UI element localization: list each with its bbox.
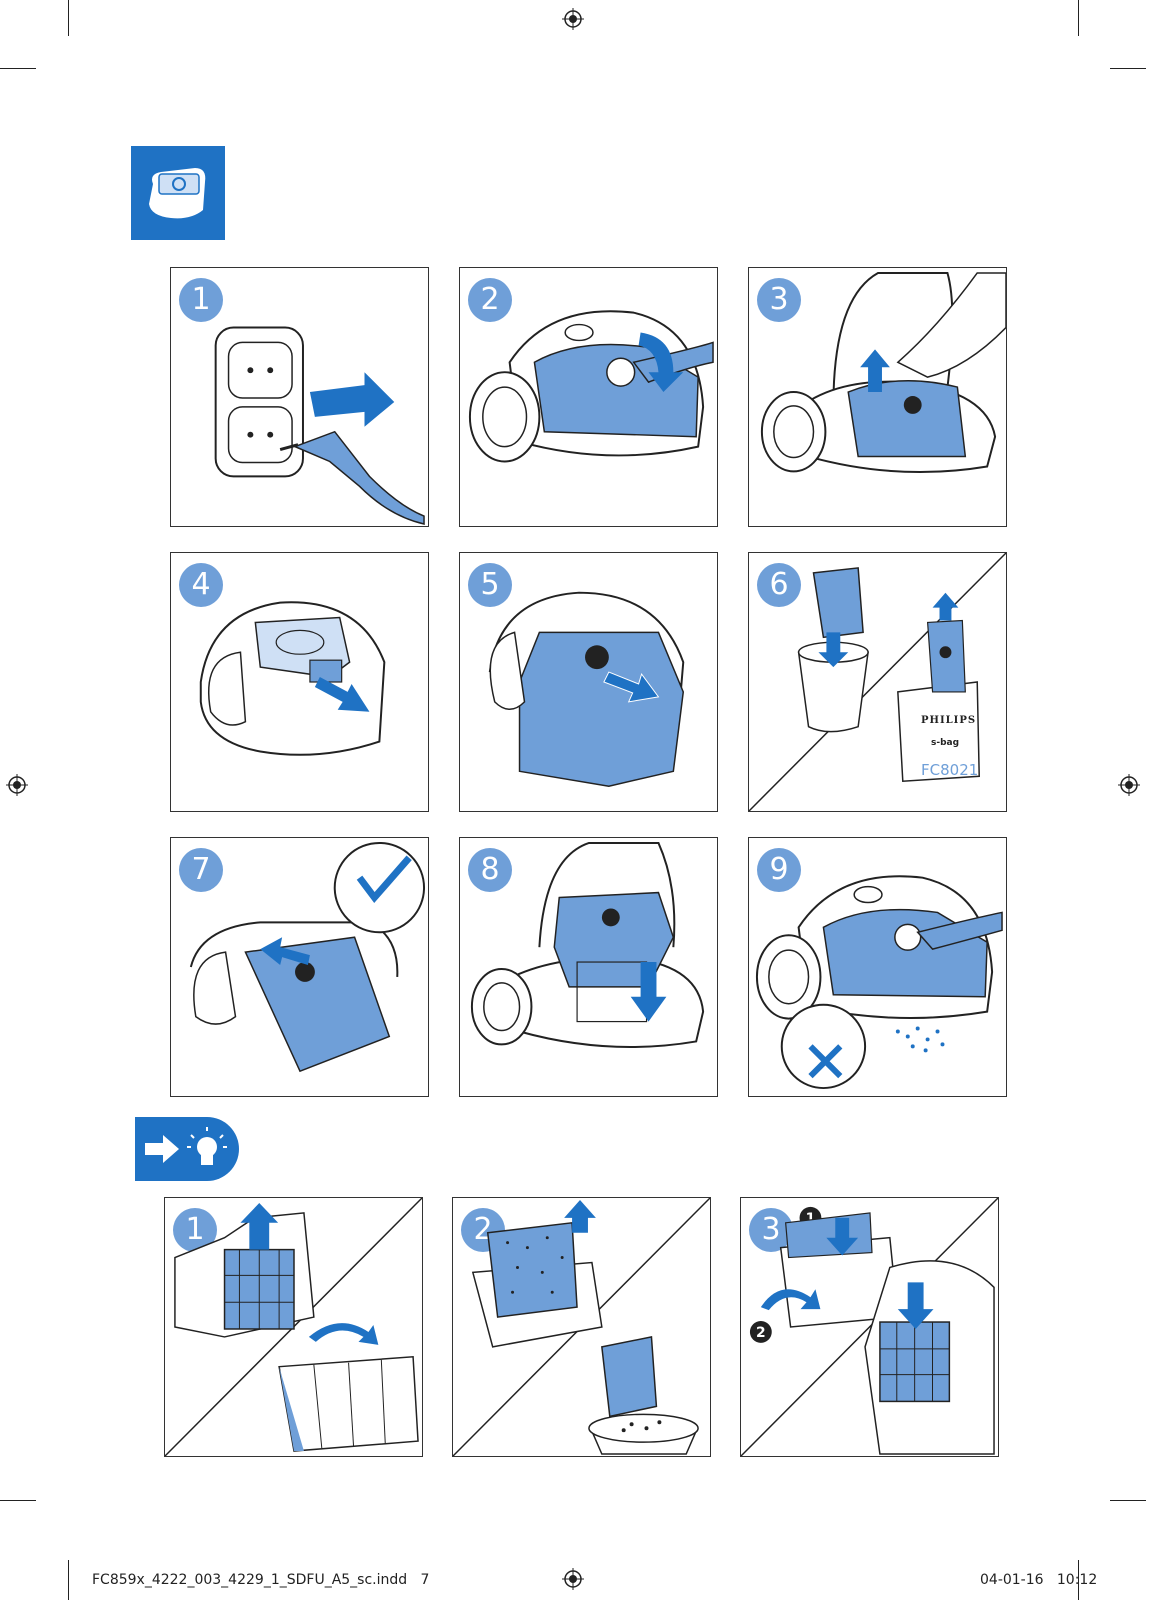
- step-panel-9: 9: [748, 837, 1007, 1097]
- step-panel-1: 1: [170, 267, 429, 527]
- registration-mark: [562, 8, 584, 30]
- crop-mark: [0, 1500, 36, 1501]
- tip-panel-1: 1: [164, 1197, 423, 1457]
- step-number: 6: [757, 563, 801, 607]
- crop-mark: [1078, 1560, 1079, 1600]
- crop-mark: [0, 68, 36, 69]
- vacuum-bag-icon: [131, 146, 225, 240]
- step-panel-5: 5: [459, 552, 718, 812]
- registration-mark: [6, 774, 28, 796]
- tip-panel-2: 2: [452, 1197, 711, 1457]
- step-number: 7: [179, 848, 223, 892]
- step-number: 2: [468, 278, 512, 322]
- crop-mark: [1078, 0, 1079, 36]
- step-number: 1: [179, 278, 223, 322]
- substep-first: 1: [806, 1211, 816, 1227]
- registration-mark: [1118, 774, 1140, 796]
- step-panel-3: 3: [748, 267, 1007, 527]
- step-panel-2: 2: [459, 267, 718, 527]
- tip-panel-3: 3 1 2: [740, 1197, 999, 1457]
- crop-mark: [68, 1560, 69, 1600]
- crop-mark: [1110, 1500, 1146, 1501]
- footer-date-time: 04-01-16 10:12: [980, 1572, 1098, 1588]
- substep-second: 2: [756, 1325, 766, 1341]
- step-number: 3: [757, 278, 801, 322]
- crop-mark: [1110, 68, 1146, 69]
- step-number: 5: [468, 563, 512, 607]
- tip-lightbulb-icon: [135, 1117, 239, 1181]
- step-number: 9: [757, 848, 801, 892]
- step-panel-4: 4: [170, 552, 429, 812]
- crop-mark: [68, 0, 69, 36]
- box-model: FC8021: [921, 761, 979, 779]
- tip-number: 3: [749, 1208, 793, 1252]
- footer-file-name: FC859x_4222_003_4229_1_SDFU_A5_sc.indd 7: [92, 1572, 430, 1588]
- step-number: 8: [468, 848, 512, 892]
- registration-mark: [562, 1568, 584, 1590]
- step-panel-7: 7: [170, 837, 429, 1097]
- step-panel-6: 6 PHILIPS s-bag FC8021: [748, 552, 1007, 812]
- step-panel-8: 8: [459, 837, 718, 1097]
- box-brand: PHILIPS: [921, 715, 977, 726]
- step-number: 4: [179, 563, 223, 607]
- box-bag-label: s-bag: [931, 738, 960, 748]
